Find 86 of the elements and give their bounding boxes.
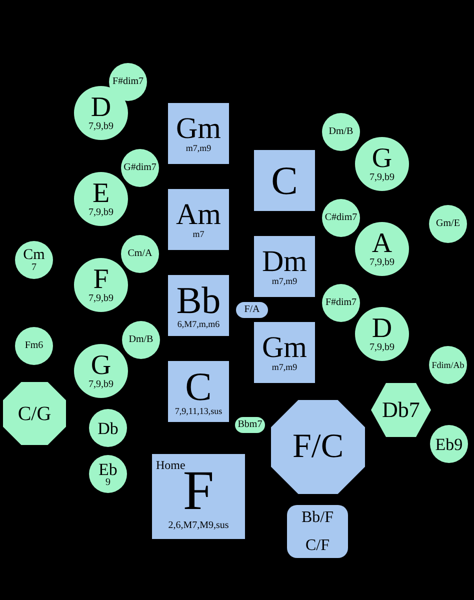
chord-name: Fdim/Ab (432, 360, 464, 370)
chord-circle (74, 86, 128, 140)
chord-name: F#dim7 (112, 77, 144, 87)
chord-octagon (271, 400, 365, 494)
chord-circle (74, 258, 128, 312)
chord-extensions: 6,M7,m,m6 (177, 320, 220, 329)
chord-extensions: 7,9,b9 (88, 294, 114, 304)
chord-circle (121, 235, 159, 273)
chord-box (254, 150, 315, 211)
chord-circle (15, 327, 53, 365)
chord-name: Db7 (382, 399, 420, 421)
chord-name: G#dim7 (124, 163, 156, 173)
chord-name: Bb/F (301, 510, 334, 526)
chord-box (168, 189, 229, 250)
chord-name: D (372, 315, 392, 343)
home-chord-box (152, 454, 245, 539)
chord-circle (429, 205, 467, 243)
chord-box (254, 236, 315, 297)
chord-circle (430, 425, 468, 463)
chord-extensions: 7,9,b9 (88, 122, 114, 132)
chord-name: C/F (305, 538, 330, 554)
chord-circle (322, 284, 360, 322)
chord-circle (322, 113, 360, 151)
chord-pill (236, 302, 268, 318)
chord-name: F (93, 266, 109, 294)
chord-name: Gm/E (436, 219, 460, 229)
chord-circle (74, 344, 128, 398)
chord-circle (429, 346, 467, 384)
chord-name: Bb (176, 282, 221, 320)
chord-circle (355, 137, 409, 191)
chord-name: G (372, 145, 392, 173)
chord-name: Gm (176, 114, 221, 144)
chord-name: Dm/B (328, 127, 354, 137)
chord-name: C (271, 160, 298, 200)
chord-name: C (185, 367, 212, 407)
chord-extensions: m7,m9 (272, 277, 298, 286)
chord-name: Db (98, 420, 118, 436)
chord-name: F/A (244, 305, 260, 315)
chord-name: Eb (98, 460, 118, 478)
chord-circle (355, 307, 409, 361)
chord-extensions: 9 (106, 478, 110, 488)
chord-extensions: 7,9,b9 (88, 380, 114, 390)
chord-extensions: 7 (32, 262, 36, 272)
chord-box (168, 275, 229, 336)
chord-name: Gm (262, 333, 307, 363)
chord-name: A (372, 230, 392, 258)
chord-circle (15, 241, 53, 279)
chord-circle (122, 321, 160, 359)
chord-circle (355, 222, 409, 276)
chord-box (168, 361, 229, 422)
chord-name: F#dim7 (325, 298, 357, 308)
chord-name: E (92, 180, 110, 208)
chord-name: Fm6 (24, 341, 44, 351)
chord-name: D (90, 94, 112, 122)
chord-extensions: m7 (192, 230, 204, 239)
chord-circle (74, 172, 128, 226)
home-label: Home (156, 459, 186, 471)
chord-name: Am (176, 200, 221, 230)
chord-name: C/G (18, 404, 52, 424)
chord-circle (89, 409, 127, 447)
chord-extensions: m7,m9 (186, 144, 212, 153)
chord-extensions: 2,6,M7,M9,sus (168, 520, 229, 530)
chord-circle (89, 455, 127, 493)
chord-name: G (90, 352, 112, 380)
chord-name: F/C (292, 430, 344, 464)
chord-hexagon (371, 383, 431, 437)
chord-name: Dm (262, 247, 307, 277)
chord-extensions: 7,9,b9 (370, 173, 394, 183)
chord-extensions: m7,m9 (272, 363, 298, 372)
chord-name: Bbm7 (238, 420, 262, 430)
chord-name: Dm/B (128, 335, 154, 345)
chord-pill (235, 417, 265, 433)
chord-name: Eb9 (435, 436, 463, 452)
chord-name: Cm (23, 248, 45, 262)
chord-extensions: 7,9,b9 (370, 343, 394, 353)
chord-circle (322, 199, 360, 237)
chord-name: Cm/A (128, 249, 152, 259)
chord-octagon (3, 382, 66, 445)
chord-circle (121, 149, 159, 187)
chord-name: C#dim7 (324, 213, 358, 223)
chord-extensions: 7,9,b9 (370, 258, 394, 268)
chord-extensions: 7,9,11,13,sus (174, 407, 222, 416)
chord-rounded-box (287, 505, 348, 558)
chord-box (168, 103, 229, 164)
chord-extensions: 7,9,b9 (88, 208, 114, 218)
chord-box (254, 322, 315, 383)
